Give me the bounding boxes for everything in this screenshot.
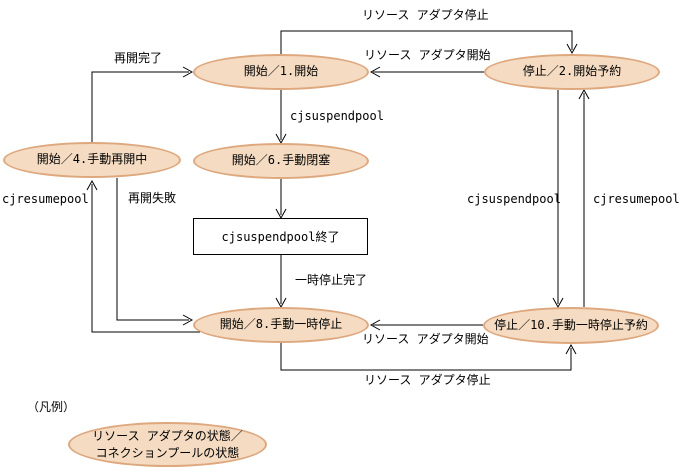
edge-label-resource-adapter-start-top: リソース アダプタ開始	[364, 48, 491, 62]
edge-label-resource-adapter-stop-top: リソース アダプタ停止	[362, 8, 489, 22]
edge-label-resource-adapter-start-bottom: リソース アダプタ開始	[362, 332, 489, 346]
edge-cjsuspendpool-mid	[275, 90, 287, 145]
edge-resume-complete	[91, 66, 194, 142]
edge-rect-to-start8	[275, 255, 287, 309]
state-node-start-8-manual-paused: 開始／8.手動一時停止	[193, 307, 369, 343]
edge-ra-start-bottom	[369, 319, 483, 331]
edge-cjresumepool-left	[86, 179, 200, 333]
edge-label-pause-complete: 一時停止完了	[295, 273, 368, 287]
legend-item-line1: リソース アダプタの状態／	[92, 429, 243, 444]
edge-ra-start-top	[369, 66, 484, 78]
edge-ra-stop-top	[280, 30, 578, 55]
edge-label-resume-fail: 再開失敗	[128, 191, 177, 205]
state-node-stop-10-manual-pause-reserved: 停止／10.手動一時停止予約	[483, 307, 659, 344]
edge-label-resume-complete: 再開完了	[114, 51, 163, 65]
edge-label-cjsuspendpool-right: cjsuspendpool	[467, 192, 561, 206]
legend-title: （凡例）	[27, 400, 76, 414]
edge-label-cjsuspendpool-middle: cjsuspendpool	[290, 109, 384, 123]
edge-cjresumepool-right	[578, 88, 590, 307]
legend-item-line2: コネクションプールの状態	[95, 445, 240, 460]
edge-resume-fail	[116, 178, 194, 326]
edge-start6-to-rect	[275, 179, 287, 220]
edge-label-cjresumepool-right: cjresumepool	[593, 192, 680, 206]
state-node-start-6-manual-blocked: 開始／6.手動閉塞	[193, 143, 369, 179]
legend-state-sample-ellipse: リソース アダプタの状態／ コネクションプールの状態	[68, 422, 267, 467]
edge-ra-stop-bottom	[280, 343, 577, 371]
process-node-cjsuspendpool-end: cjsuspendpool終了	[193, 218, 368, 255]
state-node-start-1-started: 開始／1.開始	[193, 54, 369, 90]
state-node-start-4-manual-resuming: 開始／4.手動再開中	[3, 142, 181, 178]
edge-label-cjresumepool-left: cjresumepool	[2, 192, 89, 206]
state-node-stop-2-start-reserved: 停止／2.開始予約	[484, 54, 660, 90]
edge-label-resource-adapter-stop-bottom: リソース アダプタ停止	[364, 373, 491, 387]
